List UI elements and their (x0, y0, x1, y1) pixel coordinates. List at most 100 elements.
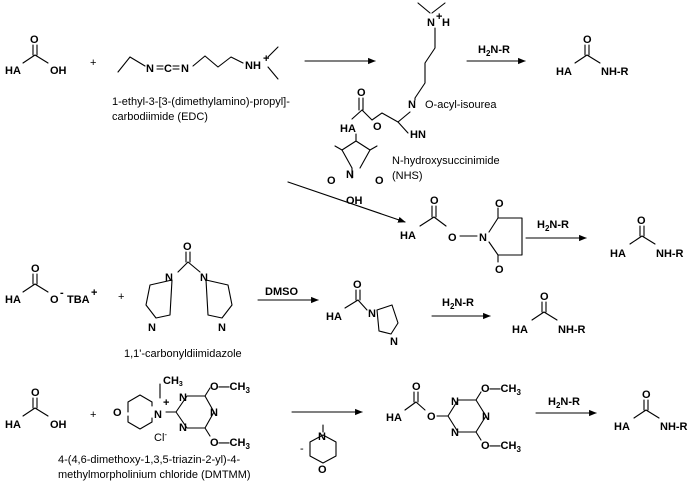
acyl-imidazole-o: O (353, 279, 362, 291)
product-1-o: O (583, 34, 592, 46)
nhs-n: N (346, 169, 354, 181)
dmtmm-n3: N (210, 407, 218, 419)
acyl-imidazole: HA O N N (326, 279, 399, 348)
dmso-condition: DMSO (265, 286, 298, 298)
isourea-hn: HN (410, 129, 426, 141)
product-4-o: O (642, 389, 651, 401)
nhs-name-line2: (NHS) (392, 170, 423, 182)
acid-tba-tba: TBA (67, 294, 90, 306)
triazinyl-ester-ha: HA (386, 412, 402, 424)
reaction-4-dmtmm: HA O OH + O N + CH3 Cl- N N N O—CH3 O—CH… (5, 375, 688, 481)
nmm-n: N (318, 431, 326, 443)
product-4: HA O NH-R (614, 389, 688, 433)
nhs-ester-o3: O (495, 198, 504, 210)
triazinyl-ester-o1: O (412, 381, 421, 393)
product-3: HA O NH-R (512, 291, 586, 336)
product-2-nhr: NH-R (656, 248, 684, 260)
isourea-ha: HA (340, 123, 356, 135)
triazinyl-ester-ome1: O—CH3 (481, 383, 521, 397)
acid-4-ha: HA (5, 419, 21, 431)
nmm-o: O (318, 464, 327, 476)
nhs-ester-o1: O (430, 195, 439, 207)
dmtmm-chloride: Cl- (154, 430, 167, 444)
isourea-plus: + (436, 11, 442, 23)
nhs-ester: HA O O N O O (400, 195, 523, 276)
o-acyl-isourea: N + H N HA O O HN O-acyl-isourea (340, 2, 497, 141)
isourea-o2: O (373, 121, 382, 133)
cdi-n2: N (200, 272, 208, 284)
cdi-n3: N (148, 322, 156, 334)
amine-3: H2N-R (442, 297, 474, 311)
acid-tba-o1: O (31, 263, 40, 275)
product-3-o: O (540, 291, 549, 303)
acid-1-ha: HA (5, 65, 21, 77)
nhs-ester-o4: O (495, 264, 504, 276)
nhs-name-line1: N-hydroxysuccinimide (392, 155, 500, 167)
product-3-nhr: NH-R (558, 324, 586, 336)
dmtmm-reagent: O N + CH3 Cl- N N N O—CH3 O—CH3 4-(4,6-d… (58, 375, 251, 481)
cdi-name: 1,1'-carbonyldiimidazole (124, 348, 242, 360)
nhs-oh: OH (346, 195, 363, 207)
dmtmm-o: O (113, 407, 122, 419)
nmm-byproduct: - N O (300, 424, 337, 476)
edc-name-line1: 1-ethyl-3-[3-(dimethylamino)-propyl]- (112, 96, 290, 108)
edc-n1: N (146, 63, 154, 75)
acid-1-o: O (30, 34, 39, 46)
acid-4-oh: OH (50, 419, 67, 431)
edc-c: C (164, 63, 172, 75)
triazinyl-ester-n3: N (482, 411, 490, 423)
product-1-ha: HA (556, 66, 572, 78)
edc-nh: NH (245, 60, 261, 72)
isourea-n-plus: N (427, 17, 435, 29)
acyl-imidazole-n1: N (368, 308, 376, 320)
acid-tba: HA O O - TBA + (5, 263, 97, 306)
product-3-ha: HA (512, 324, 528, 336)
nhs-o2: O (375, 175, 384, 187)
product-4-nhr: NH-R (660, 421, 688, 433)
acid-tba-minus: - (60, 287, 64, 299)
product-2-ha: HA (610, 248, 626, 260)
acid-1-oh: OH (50, 65, 67, 77)
cdi-n4: N (218, 322, 226, 334)
dmtmm-n1: N (179, 392, 187, 404)
acyl-imidazole-n2: N (390, 336, 398, 348)
dmtmm-n2: N (179, 422, 187, 434)
plus-sign-1: + (90, 57, 96, 69)
isourea-name: O-acyl-isourea (425, 99, 497, 111)
acid-tba-ha: HA (5, 294, 21, 306)
dmtmm-name-line2: methylmorpholinium chloride (DMTMM) (58, 469, 251, 481)
nhs-ester-o2: O (448, 232, 457, 244)
cdi-o: O (183, 241, 192, 253)
dmtmm-plus: + (163, 397, 169, 409)
nhs-ester-ha: HA (400, 230, 416, 242)
amine-1: H2N-R (478, 44, 510, 58)
dmtmm-ome2: O—CH3 (210, 437, 250, 451)
dmtmm-name-line1: 4-(4,6-dimethoxy-1,3,5-triazin-2-yl)-4- (58, 454, 240, 466)
plus-sign-3: + (118, 291, 124, 303)
nhs-o1: O (327, 175, 336, 187)
reaction-1-edc: HA O OH + N C N NH + 1-ethyl-3-[3-(dimet… (5, 2, 629, 141)
triazinyl-ester-n2: N (451, 427, 459, 439)
acyl-imidazole-ha: HA (326, 311, 342, 323)
cdi-n1: N (165, 272, 173, 284)
cdi-reagent: O N N N N 1,1'-carbonyldiimidazole (124, 241, 242, 360)
triazinyl-ester-o2: O (427, 411, 436, 423)
triazinyl-ester-ome2: O—CH3 (481, 440, 521, 454)
nhs-ester-n: N (479, 232, 487, 244)
arrow-2a (287, 181, 406, 223)
isourea-n: N (408, 99, 416, 111)
dmtmm-ome1: O—CH3 (210, 381, 250, 395)
edc-name-line2: carbodiimide (EDC) (112, 111, 208, 123)
acid-1: HA O OH (5, 34, 67, 77)
plus-sign-4: + (90, 409, 96, 421)
isourea-h: H (442, 17, 450, 29)
dmtmm-n-plus: N (154, 409, 162, 421)
acid-4: HA O OH (5, 387, 67, 431)
acid-4-o: O (31, 387, 40, 399)
isourea-o1: O (357, 87, 366, 99)
acid-tba-o2: O (50, 294, 59, 306)
nhs-reagent: O N O OH N-hydroxysuccinimide (NHS) (327, 133, 500, 207)
triazinyl-ester-n1: N (451, 396, 459, 408)
reaction-3-cdi: HA O O - TBA + + O N N N N 1,1'-carbonyl… (5, 241, 586, 360)
